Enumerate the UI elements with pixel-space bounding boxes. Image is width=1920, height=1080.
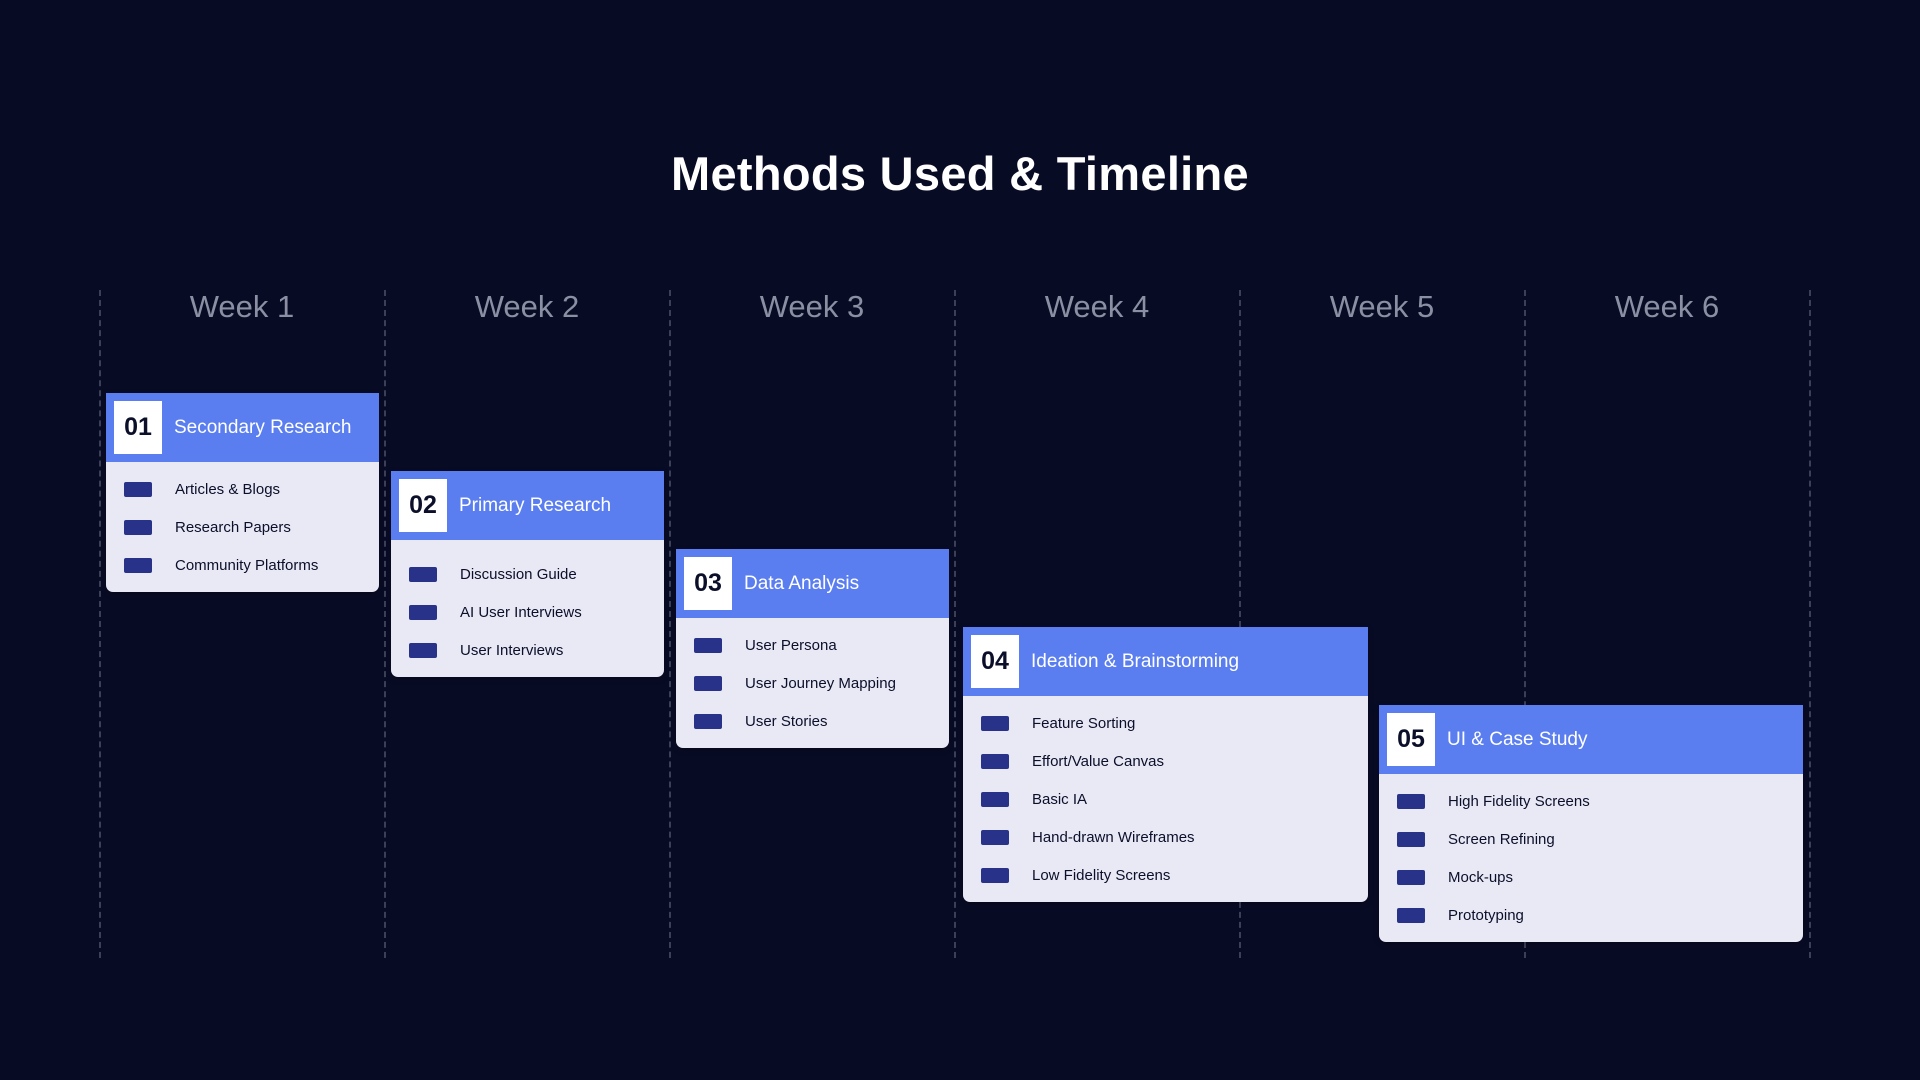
phase-card-secondary-research: 01 Secondary Research Articles & Blogs R… — [106, 393, 379, 592]
method-item: Hand-drawn Wireframes — [963, 826, 1368, 864]
method-item: Low Fidelity Screens — [963, 864, 1368, 902]
method-label: Community Platforms — [175, 557, 319, 574]
method-label: User Persona — [745, 637, 837, 654]
phase-number-badge: 05 — [1387, 713, 1435, 766]
method-label: User Stories — [745, 713, 828, 730]
method-item: User Persona — [676, 634, 949, 672]
phase-number-badge: 01 — [114, 401, 162, 454]
week-5-label: Week 5 — [1329, 289, 1435, 324]
method-label: AI User Interviews — [460, 604, 582, 621]
method-label: Low Fidelity Screens — [1032, 867, 1171, 884]
phase-method-list: Articles & Blogs Research Papers Communi… — [106, 462, 379, 592]
bullet-marker-icon — [409, 643, 437, 658]
week-divider — [954, 290, 956, 958]
week-2-label: Week 2 — [474, 289, 580, 324]
method-label: Prototyping — [1448, 907, 1524, 924]
week-divider — [1239, 290, 1241, 958]
method-item: Basic IA — [963, 788, 1368, 826]
bullet-marker-icon — [409, 605, 437, 620]
method-item: Community Platforms — [106, 554, 379, 592]
method-item: User Stories — [676, 710, 949, 748]
bullet-marker-icon — [694, 714, 722, 729]
phase-method-list: Discussion Guide AI User Interviews User… — [391, 540, 664, 677]
phase-number-badge: 03 — [684, 557, 732, 610]
phase-title: Data Analysis — [744, 573, 860, 594]
phase-card-primary-research: 02 Primary Research Discussion Guide AI … — [391, 471, 664, 677]
method-label: User Interviews — [460, 642, 564, 659]
method-item: Prototyping — [1379, 904, 1803, 942]
method-item: Articles & Blogs — [106, 478, 379, 516]
phase-number-badge: 02 — [399, 479, 447, 532]
method-label: Hand-drawn Wireframes — [1032, 829, 1195, 846]
method-label: Screen Refining — [1448, 831, 1555, 848]
phase-card-data-analysis: 03 Data Analysis User Persona User Journ… — [676, 549, 949, 748]
method-label: Effort/Value Canvas — [1032, 753, 1165, 770]
method-label: Feature Sorting — [1032, 715, 1136, 732]
phase-method-list: User Persona User Journey Mapping User S… — [676, 618, 949, 748]
week-divider — [1524, 290, 1526, 958]
week-divider — [669, 290, 671, 958]
method-item: AI User Interviews — [391, 601, 664, 639]
method-item: User Journey Mapping — [676, 672, 949, 710]
week-1-label: Week 1 — [189, 289, 295, 324]
week-divider — [99, 290, 101, 958]
bullet-marker-icon — [1397, 908, 1425, 923]
method-label: Research Papers — [175, 519, 291, 536]
phase-title: Secondary Research — [174, 417, 352, 438]
phase-method-list: Feature Sorting Effort/Value Canvas Basi… — [963, 696, 1368, 902]
phase-card-header: 03 Data Analysis — [676, 549, 949, 618]
bullet-marker-icon — [694, 676, 722, 691]
page-title: Methods Used & Timeline — [671, 147, 1249, 200]
phase-card-header: 04 Ideation & Brainstorming — [963, 627, 1368, 696]
method-item: Effort/Value Canvas — [963, 750, 1368, 788]
bullet-marker-icon — [981, 830, 1009, 845]
bullet-marker-icon — [124, 482, 152, 497]
method-item: Mock-ups — [1379, 866, 1803, 904]
phase-card-ui-case-study: 05 UI & Case Study High Fidelity Screens… — [1379, 705, 1803, 942]
phase-card-header: 05 UI & Case Study — [1379, 705, 1803, 774]
phase-card-header: 02 Primary Research — [391, 471, 664, 540]
bullet-marker-icon — [981, 754, 1009, 769]
bullet-marker-icon — [124, 520, 152, 535]
phase-title: Primary Research — [459, 495, 612, 516]
phase-card-header: 01 Secondary Research — [106, 393, 379, 462]
method-label: Mock-ups — [1448, 869, 1514, 886]
bullet-marker-icon — [981, 868, 1009, 883]
bullet-marker-icon — [409, 567, 437, 582]
method-item: Discussion Guide — [391, 563, 664, 601]
phase-title: UI & Case Study — [1447, 729, 1588, 750]
week-3-label: Week 3 — [759, 289, 865, 324]
method-label: Articles & Blogs — [175, 481, 281, 498]
phase-card-ideation-brainstorming: 04 Ideation & Brainstorming Feature Sort… — [963, 627, 1368, 902]
method-label: Discussion Guide — [460, 566, 577, 583]
week-6-label: Week 6 — [1614, 289, 1720, 324]
week-4-label: Week 4 — [1044, 289, 1150, 324]
method-item: Screen Refining — [1379, 828, 1803, 866]
method-item: Feature Sorting — [963, 712, 1368, 750]
bullet-marker-icon — [981, 792, 1009, 807]
method-label: User Journey Mapping — [745, 675, 896, 692]
method-label: High Fidelity Screens — [1448, 793, 1590, 810]
bullet-marker-icon — [694, 638, 722, 653]
method-item: High Fidelity Screens — [1379, 790, 1803, 828]
week-divider — [384, 290, 386, 958]
bullet-marker-icon — [981, 716, 1009, 731]
method-item: Research Papers — [106, 516, 379, 554]
method-label: Basic IA — [1032, 791, 1088, 808]
bullet-marker-icon — [1397, 832, 1425, 847]
phase-method-list: High Fidelity Screens Screen Refining Mo… — [1379, 774, 1803, 942]
bullet-marker-icon — [1397, 794, 1425, 809]
bullet-marker-icon — [124, 558, 152, 573]
week-divider — [1809, 290, 1811, 958]
bullet-marker-icon — [1397, 870, 1425, 885]
method-item: User Interviews — [391, 639, 664, 677]
phase-number-badge: 04 — [971, 635, 1019, 688]
phase-title: Ideation & Brainstorming — [1031, 651, 1240, 672]
